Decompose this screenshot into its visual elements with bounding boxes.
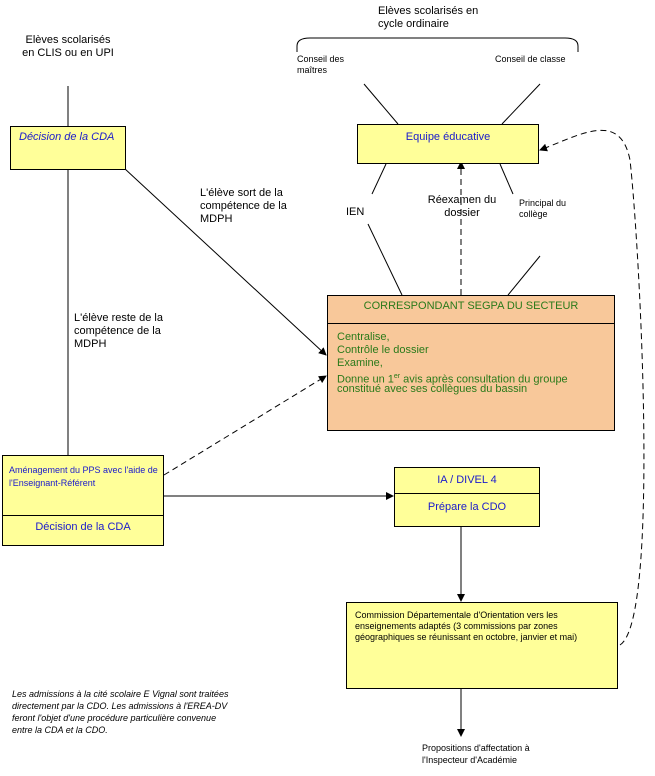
pps-decision: Décision de la CDA xyxy=(35,521,131,533)
segpa-line-1: Centralise, xyxy=(337,331,390,343)
conseils-bracket xyxy=(296,37,579,52)
conseil-maitres-line xyxy=(363,83,399,125)
segpa-line-5: constitué avec ses collègues du bassin xyxy=(337,383,528,395)
segpa-box: CORRESPONDANT SEGPA DU SECTEUR Centralis… xyxy=(327,295,615,431)
ordinary-students-label: Elèves scolarisés en cycle ordinaire xyxy=(378,5,479,30)
ien-line-bottom xyxy=(367,223,403,296)
segpa-line-3: Examine, xyxy=(337,357,383,369)
pps-divider xyxy=(3,515,163,516)
propositions-label: Propositions d'affectation à l'Inspecteu… xyxy=(422,743,530,765)
segpa-divider xyxy=(328,323,614,324)
clis-students-label: Elèves scolarisés en CLIS ou en UPI xyxy=(22,34,114,59)
cda-to-segpa-arrow xyxy=(123,167,327,356)
decision-cda-box: Décision de la CDA xyxy=(10,126,126,170)
ien-line-top xyxy=(371,163,387,195)
decision-cda-title: Décision de la CDA xyxy=(19,131,115,143)
pps-title: Aménagement du PPS avec l'aide de l'Ense… xyxy=(9,465,158,488)
conseil-maitres-label: Conseil des maîtres xyxy=(297,54,345,75)
segpa-superscript: er xyxy=(393,373,401,380)
segpa-line-4: Donne un 1er avis après consultation du … xyxy=(337,373,568,386)
cdo-loop-dashed-arrow xyxy=(539,129,645,646)
reexamen-label: Réexamen du dossier xyxy=(427,194,497,219)
principal-line-bottom xyxy=(507,255,541,296)
equipe-educative-box: Equipe éducative xyxy=(357,124,539,164)
cdo-text: Commission Départementale d'Orientation … xyxy=(355,610,578,642)
conseil-classe-line xyxy=(501,83,541,125)
pps-box: Aménagement du PPS avec l'aide de l'Ense… xyxy=(2,455,164,546)
reste-mdph-label: L'élève reste de la compétence de la MDP… xyxy=(74,312,163,350)
ien-label: IEN xyxy=(346,206,365,218)
ia-divel-box: IA / DIVEL 4 Prépare la CDO xyxy=(394,467,540,527)
equipe-educative-title: Equipe éducative xyxy=(405,131,491,143)
principal-label: Principal du collège xyxy=(519,198,567,219)
segpa-line-2: Contrôle le dossier xyxy=(337,344,429,356)
pps-to-segpa-dashed-arrow xyxy=(163,375,327,476)
ia-divel-title: IA / DIVEL 4 xyxy=(437,474,497,486)
principal-line-top xyxy=(499,163,514,195)
segpa-title: CORRESPONDANT SEGPA DU SECTEUR xyxy=(363,300,579,312)
ia-divider xyxy=(395,493,539,494)
conseil-classe-label: Conseil de classe xyxy=(495,54,566,64)
ia-divel-sub: Prépare la CDO xyxy=(427,501,507,513)
sort-mdph-label: L'élève sort de la compétence de la MDPH xyxy=(200,187,287,225)
admissions-note: Les admissions à la cité scolaire E Vign… xyxy=(12,689,229,735)
cdo-box: Commission Départementale d'Orientation … xyxy=(346,602,618,689)
